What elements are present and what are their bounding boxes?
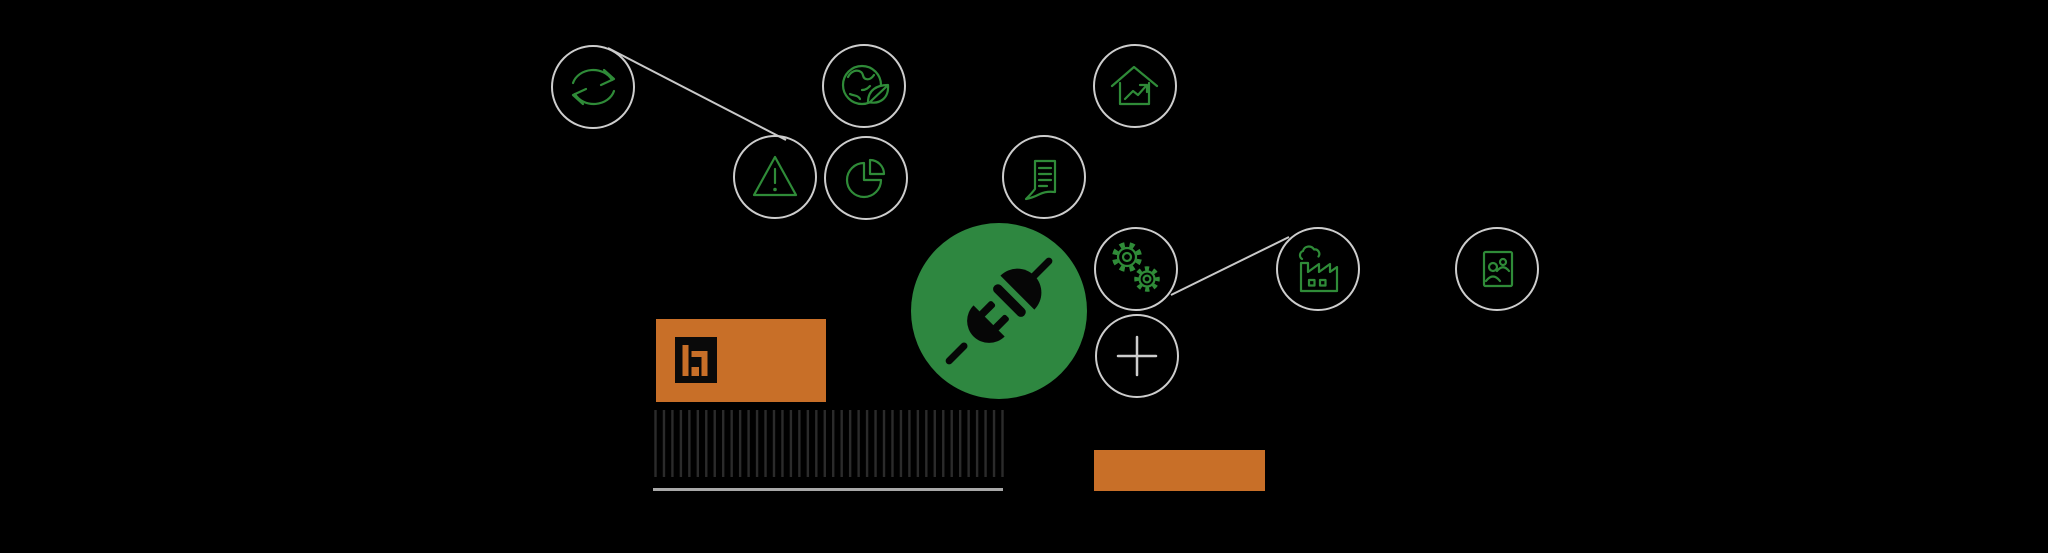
brand-logo xyxy=(675,337,717,383)
node-plus-ring xyxy=(1095,314,1179,398)
gears-icon xyxy=(1112,242,1160,292)
node-warning xyxy=(733,135,817,219)
node-sync xyxy=(551,45,635,129)
node-pie xyxy=(824,136,908,220)
document-scroll-icon xyxy=(1024,159,1057,201)
house-trend-icon xyxy=(1110,65,1159,106)
sync-arrows-icon xyxy=(571,68,616,106)
node-pie-ring xyxy=(824,136,908,220)
pie-chart-icon xyxy=(845,158,886,199)
node-gears-ring xyxy=(1094,227,1178,311)
hub-circle xyxy=(911,223,1087,399)
node-gears xyxy=(1094,227,1178,311)
connector-sync-warning xyxy=(607,47,787,141)
node-team xyxy=(1455,227,1539,311)
node-factory-ring xyxy=(1276,227,1360,311)
accent-bar xyxy=(1094,450,1265,491)
node-document-ring xyxy=(1002,135,1086,219)
node-sync-ring xyxy=(551,45,635,129)
barcode-ticks xyxy=(654,410,1004,477)
connector-gears-factory xyxy=(1170,236,1290,296)
brand-block xyxy=(656,319,826,402)
globe-leaf-icon xyxy=(841,64,890,106)
node-document xyxy=(1002,135,1086,219)
node-factory xyxy=(1276,227,1360,311)
node-warning-ring xyxy=(733,135,817,219)
node-globe xyxy=(822,44,906,128)
plus-icon xyxy=(1116,335,1158,377)
hub-node xyxy=(911,223,1087,399)
factory-icon xyxy=(1298,245,1339,293)
node-globe-ring xyxy=(822,44,906,128)
warning-triangle-icon xyxy=(752,155,798,197)
team-photo-icon xyxy=(1482,250,1514,288)
plug-connection-icon xyxy=(945,257,1053,365)
brand-logo-glyph xyxy=(682,345,708,376)
node-team-ring xyxy=(1455,227,1539,311)
node-house-ring xyxy=(1093,44,1177,128)
node-house xyxy=(1093,44,1177,128)
node-plus xyxy=(1095,314,1179,398)
